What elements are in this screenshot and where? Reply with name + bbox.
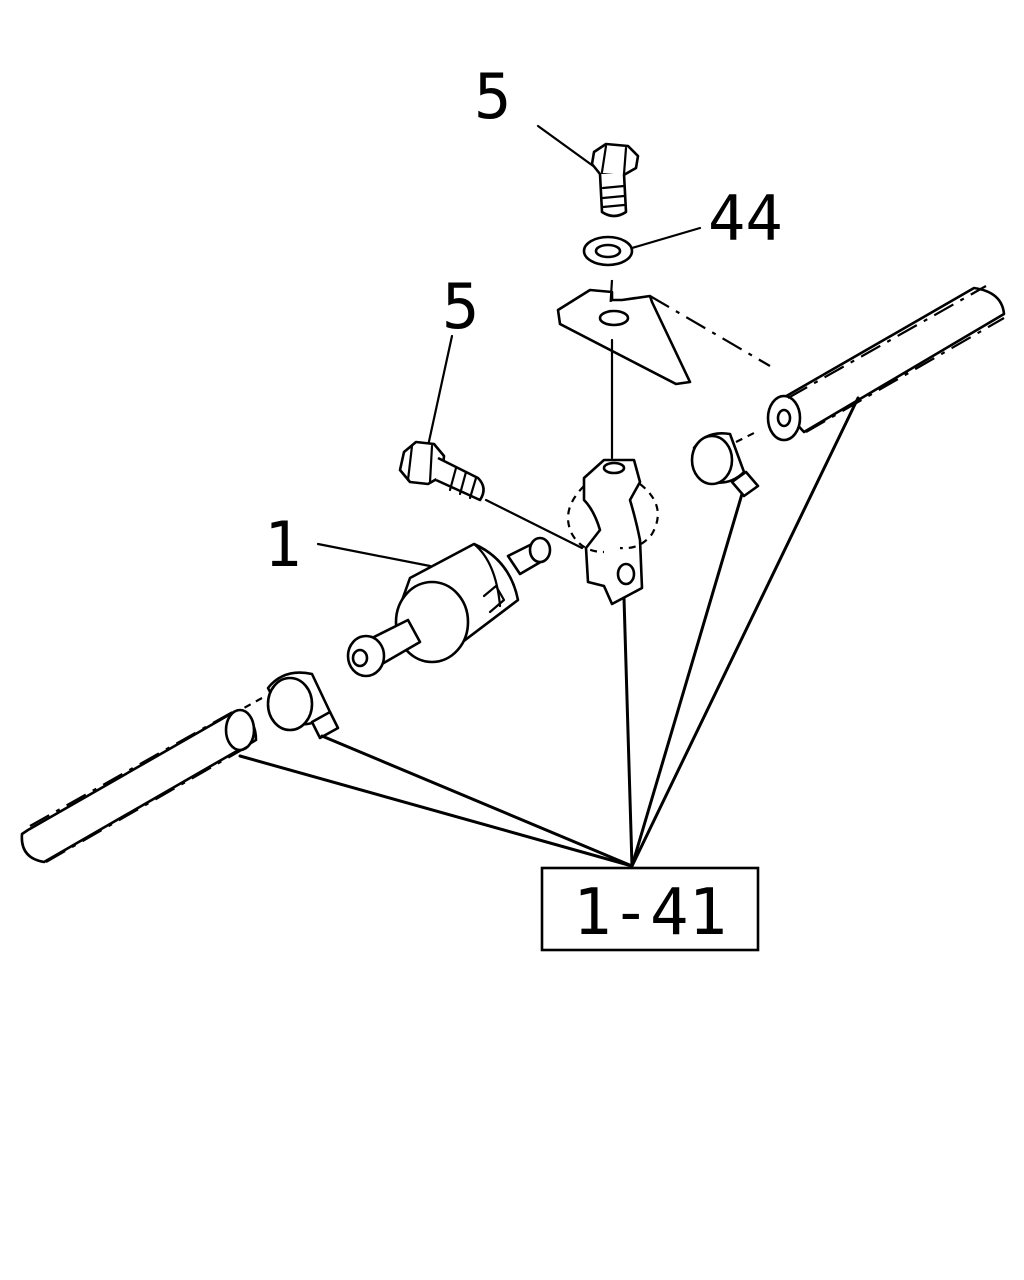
callout-washer: 44 (708, 182, 783, 255)
bracket-plate (556, 279, 771, 386)
right-pipe (766, 285, 1006, 442)
callout-leaders (316, 124, 702, 568)
callout-bolt-top: 5 (474, 60, 511, 133)
left-pipe (20, 708, 258, 864)
callout-bolt-side: 5 (442, 270, 479, 343)
bolt-side-part (398, 440, 584, 550)
callout-fuel-filter: 1 (264, 508, 301, 581)
fuel-filter-part (346, 536, 552, 678)
reference-box[interactable]: 1-41 (540, 866, 760, 952)
right-hose-clamp (690, 431, 760, 498)
reference-box-label: 1-41 (573, 876, 727, 950)
left-hose-clamp (243, 671, 340, 740)
bolt-top-part (590, 142, 640, 218)
washer-part (582, 235, 634, 267)
clamp-part (566, 458, 659, 606)
reference-leaders (238, 396, 860, 868)
